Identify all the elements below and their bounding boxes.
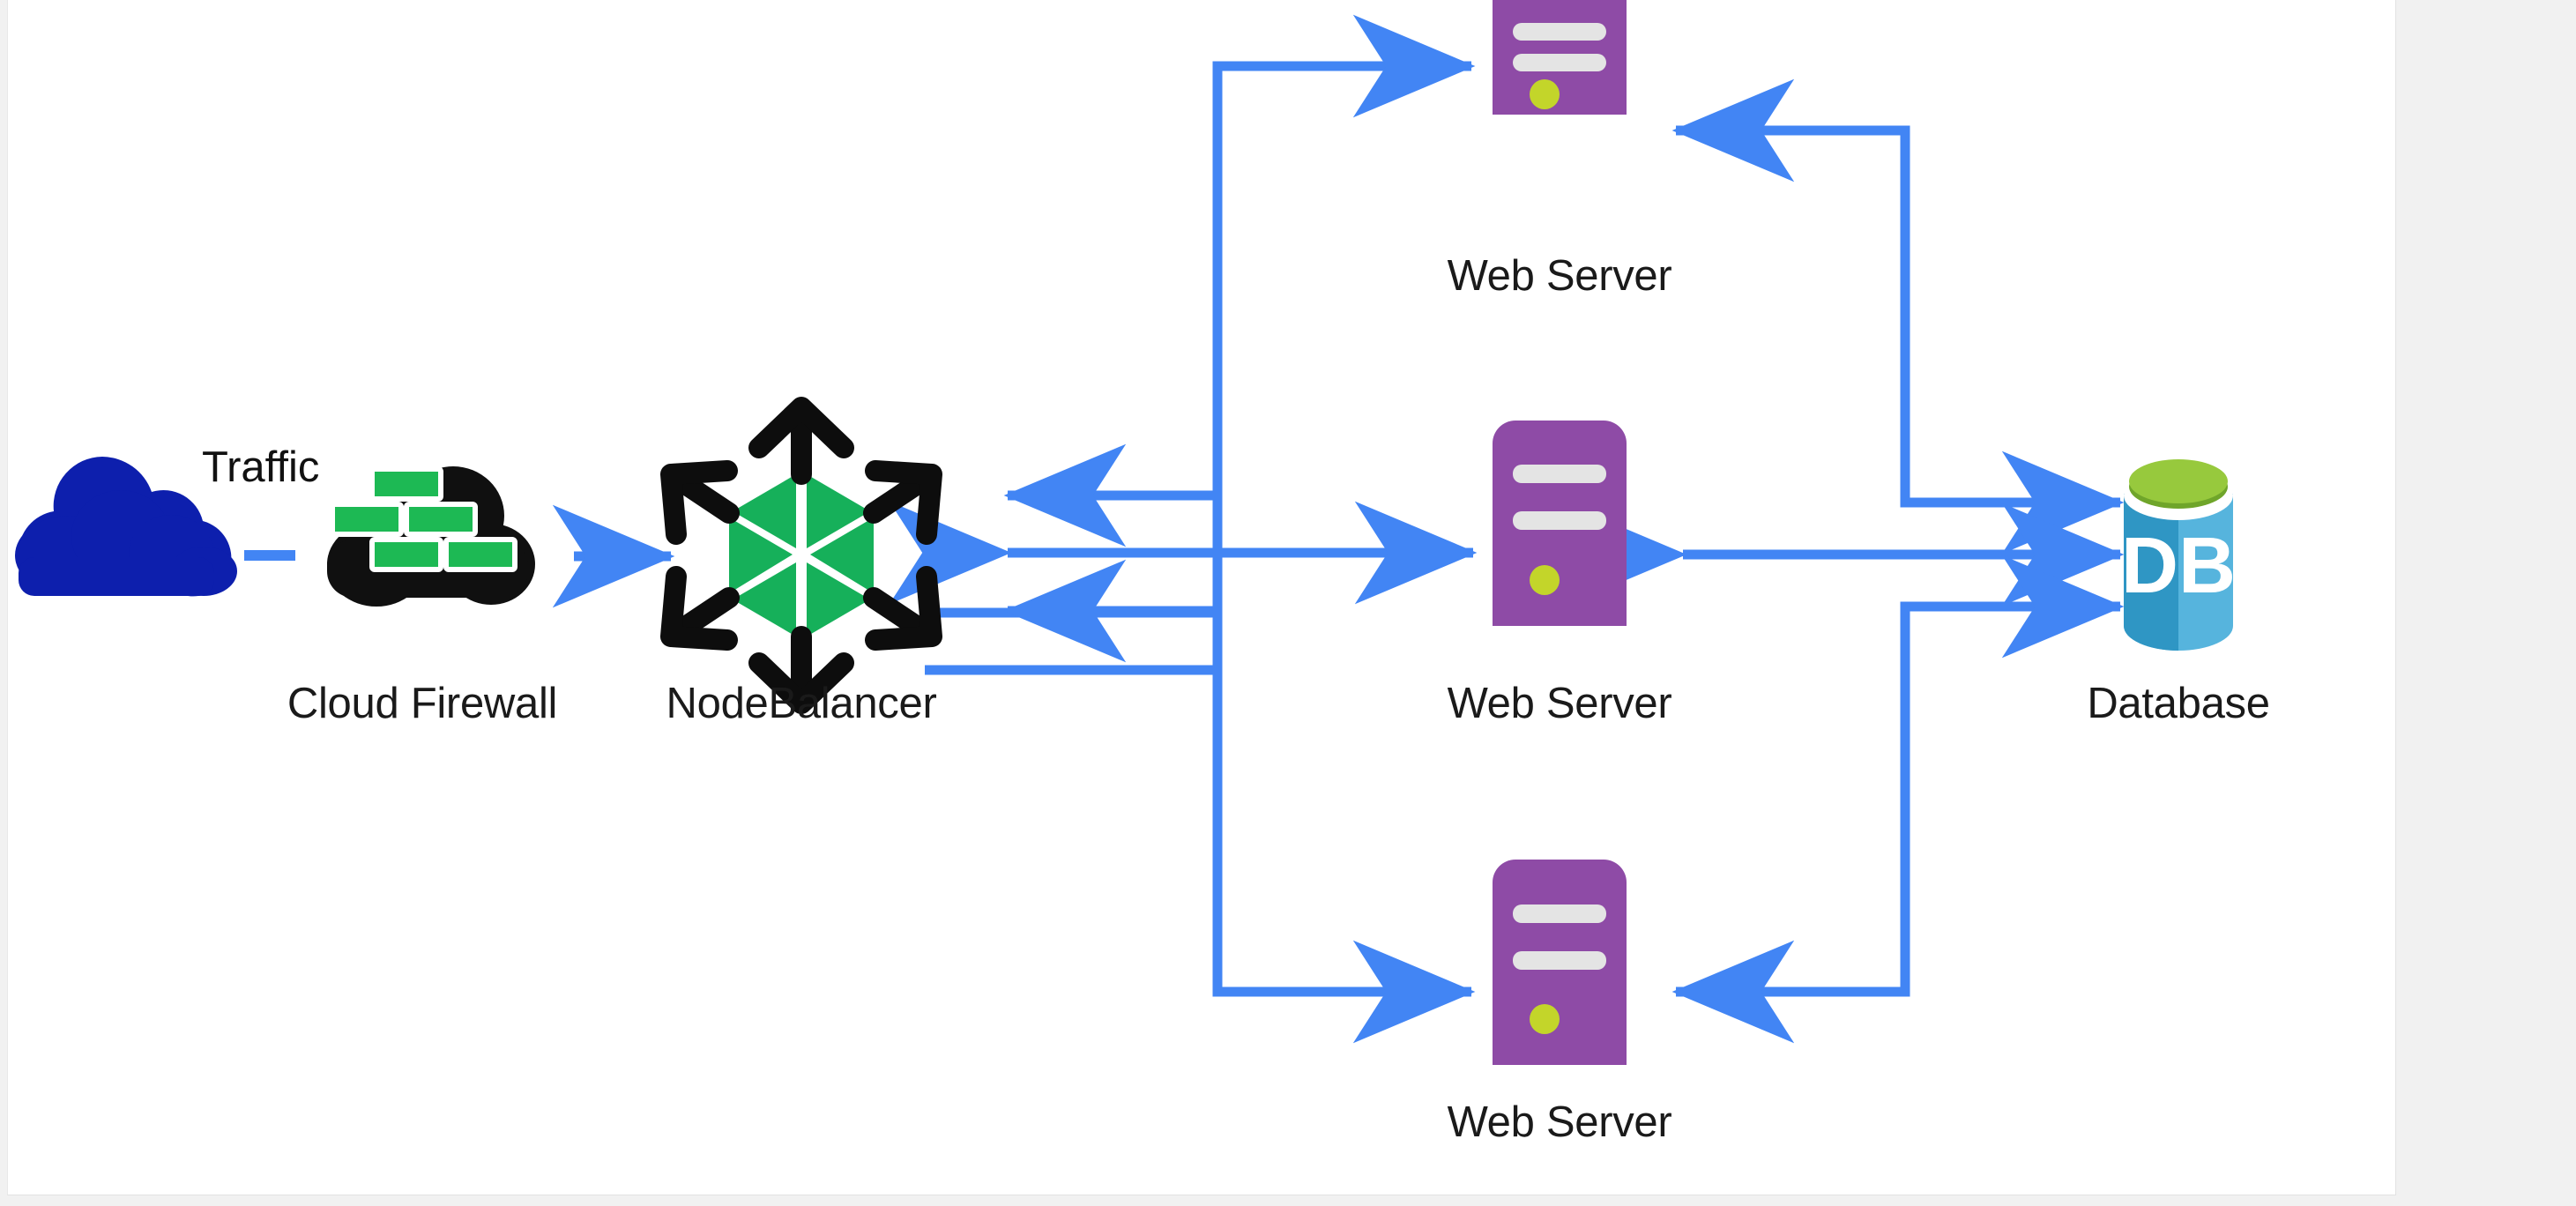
server-slot [1513,54,1606,71]
connector-layer [244,14,2125,1044]
nodebalancer-label: NodeBalancer [666,680,937,727]
web-server-bottom-label: Web Server [1447,1098,1672,1146]
firewall-bricks-icon [330,466,517,572]
server-led-icon [1530,79,1560,109]
web-server-icon [1493,421,1627,626]
server-led-icon [1530,1004,1560,1034]
database-badge-label: DB [2121,522,2236,610]
server-slot [1513,904,1606,923]
connector-top-server-to-db [1900,130,2125,555]
web-server-top-label: Web Server [1447,252,1672,300]
connector-bottom-server-to-db [1900,555,2125,992]
cloud-firewall-icon [327,466,535,607]
nodebalancer-icon [660,397,942,714]
nodebalancer-arrows [660,397,942,714]
connector-db-to-top-server [1671,78,1910,502]
traffic-cloud-icon [15,457,237,597]
web-server-icon [1493,0,1627,115]
connector-bottom-server-to-nb [1003,559,1223,992]
web-server-icon [1493,860,1627,1065]
architecture-diagram: DB [15,0,2236,1065]
connector-top-server-to-nb [1003,66,1223,547]
server-slot [1513,465,1606,483]
server-led-icon [1530,565,1560,595]
nodebalancer-hexagon [729,474,874,636]
database-label: Database [2087,680,2270,727]
server-slot [1513,23,1606,41]
web-server-middle-label: Web Server [1447,680,1672,727]
server-slot [1513,951,1606,970]
traffic-label: Traffic [202,443,320,491]
connector-nb-to-top-server [925,14,1476,618]
server-slot [1513,511,1606,530]
cloud-firewall-label: Cloud Firewall [287,680,558,727]
connector-db-to-bottom-server [1671,607,1910,1044]
database-icon: DB [2121,459,2236,651]
diagram-page: DB Traffic Cloud Firewall NodeBalancer W… [7,0,2396,1195]
